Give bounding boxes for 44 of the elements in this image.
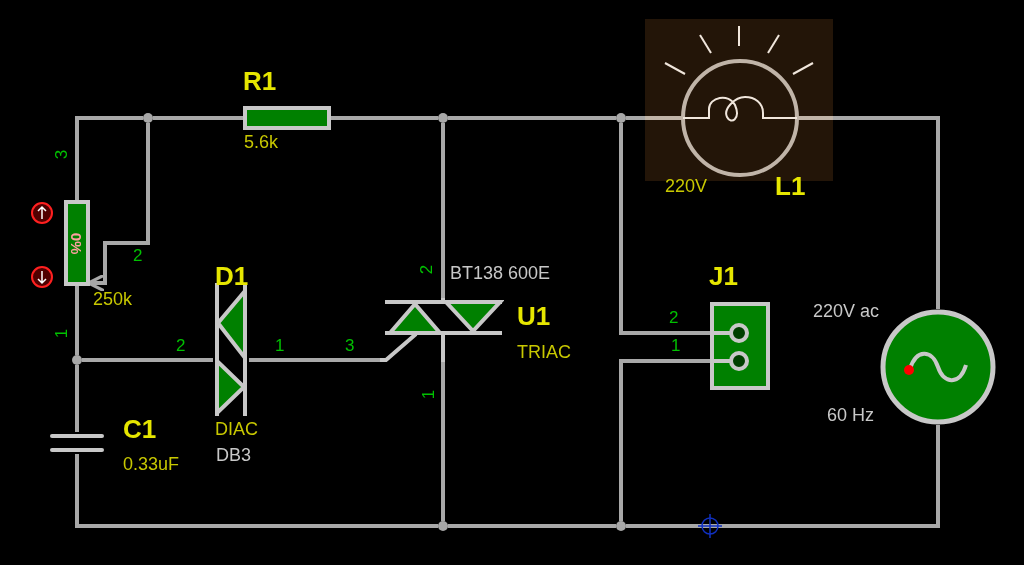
component-name: L1 bbox=[775, 173, 806, 199]
component-value: 5.6k bbox=[244, 133, 279, 151]
wire bbox=[619, 359, 710, 521]
pin-number: 2 bbox=[418, 264, 436, 275]
component-value: 250k bbox=[93, 290, 133, 308]
wire bbox=[75, 286, 79, 355]
wire bbox=[153, 116, 243, 120]
pin-number: 1 bbox=[53, 328, 71, 339]
pin-number: 3 bbox=[345, 337, 355, 354]
wire bbox=[626, 116, 645, 120]
component-value: BT138 600E bbox=[450, 264, 551, 282]
wire bbox=[833, 116, 940, 309]
component-value: DB3 bbox=[216, 446, 251, 464]
pin-number: 1 bbox=[420, 389, 438, 400]
pin-number: 2 bbox=[669, 309, 679, 326]
wire bbox=[448, 524, 616, 528]
wire bbox=[619, 123, 710, 335]
wire bbox=[82, 358, 213, 362]
component-name: C1 bbox=[123, 416, 157, 442]
component-value: DIAC bbox=[215, 420, 258, 438]
component-value: 220V bbox=[665, 177, 708, 195]
wire bbox=[75, 116, 143, 200]
component-value: 0.33uF bbox=[123, 455, 180, 473]
component-value: 220V ac bbox=[813, 302, 880, 320]
component-name: R1 bbox=[243, 68, 277, 94]
wire bbox=[441, 123, 445, 298]
component-name: D1 bbox=[215, 263, 249, 289]
wire bbox=[626, 425, 940, 528]
component-name: U1 bbox=[517, 303, 551, 329]
percent-text: 0% bbox=[69, 231, 85, 256]
pin-number: 2 bbox=[176, 337, 186, 354]
component-name: J1 bbox=[709, 263, 738, 289]
pin-number: 1 bbox=[671, 337, 681, 354]
wire bbox=[331, 116, 438, 120]
wire bbox=[441, 362, 445, 521]
wire bbox=[75, 365, 79, 432]
wire bbox=[75, 454, 438, 528]
wire bbox=[249, 358, 380, 362]
pin-number: 1 bbox=[275, 337, 285, 354]
pin-number: 2 bbox=[133, 247, 143, 264]
wire bbox=[448, 116, 616, 120]
component-value: TRIAC bbox=[517, 343, 571, 361]
component-value: 60 Hz bbox=[827, 406, 875, 424]
pin-number: 3 bbox=[53, 149, 71, 160]
